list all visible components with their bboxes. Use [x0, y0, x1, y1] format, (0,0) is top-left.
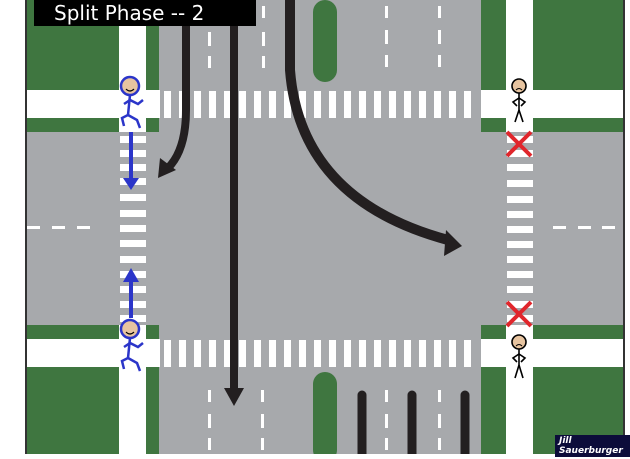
north-crosswalk: [164, 91, 471, 118]
dont-walk-x-icon-north: [505, 130, 533, 158]
waiting-pedestrian-southeast: [511, 334, 527, 379]
waiting-pedestrian-northeast: [511, 78, 527, 123]
south-median: [313, 372, 337, 459]
ped-arrow-up-icon: [123, 268, 139, 318]
diagram-title: Split Phase -- 2: [34, 0, 256, 26]
southbound-left-turn-arrow: [165, 0, 190, 171]
right-turn-arrowhead-icon: [444, 230, 462, 256]
north-median: [313, 0, 337, 82]
southbound-through-arrow: [224, 0, 244, 406]
east-crosswalk: [507, 136, 533, 322]
ped-arrow-down-icon: [123, 132, 139, 190]
queued-northbound-vehicles: [357, 390, 470, 459]
sidewalk-se-horizontal: [481, 339, 624, 367]
walking-pedestrian-northwest: [119, 75, 144, 129]
through-arrowhead-icon: [224, 388, 244, 406]
walking-pedestrian-southwest: [119, 318, 144, 372]
sidewalk-ne-horizontal: [481, 90, 624, 118]
sidewalk-sw-vertical: [119, 325, 146, 454]
author-credit: Jill Sauerburger: [555, 435, 630, 457]
dont-walk-x-icon-south: [505, 300, 533, 328]
lane-markings: [27, 6, 615, 450]
southbound-right-turn-arrow: [285, 0, 450, 245]
south-crosswalk: [164, 340, 471, 367]
left-turn-arrowhead-icon: [158, 158, 176, 178]
